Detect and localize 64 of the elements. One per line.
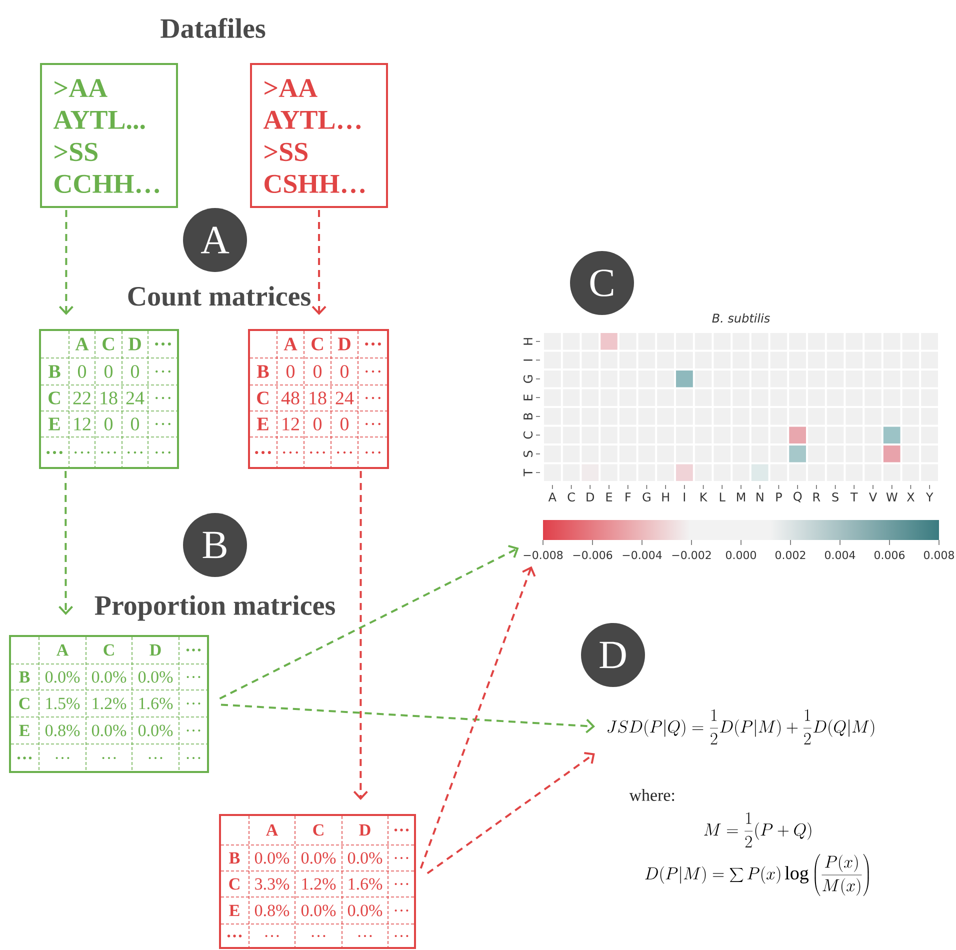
step-badge: C bbox=[570, 251, 634, 315]
axis-label: W bbox=[886, 492, 898, 502]
data-table: A C D … B 0 0 0 … C 22 18 24 … E 12 0 0 … … … … … … bbox=[39, 329, 179, 469]
step-badge: B bbox=[183, 513, 247, 577]
data-table: A C D … B 0.0% 0.0% 0.0% … C 1.5% 1.2% 1.6% … E 0.8% 0.0% 0.0% … … … … … … bbox=[9, 635, 209, 773]
axis-label: C bbox=[568, 492, 575, 502]
step-badge: D bbox=[581, 623, 645, 687]
axis-label: F bbox=[626, 492, 631, 502]
axis-label: H bbox=[524, 338, 532, 345]
axis-label: E bbox=[524, 394, 532, 400]
tick-label: 0.006 bbox=[874, 550, 905, 560]
data-table: A C D … B 0.0% 0.0% 0.0% … C 3.3% 1.2% 1.6% … E 0.8% 0.0% 0.0% … … … … … … bbox=[219, 814, 416, 949]
axis-label: S bbox=[832, 492, 838, 502]
arrow bbox=[420, 566, 536, 869]
axis-label: P bbox=[776, 492, 782, 502]
tick-label: −0.006 bbox=[573, 550, 612, 560]
tick-label: −0.004 bbox=[622, 550, 662, 560]
axis-label: B bbox=[524, 413, 532, 420]
axis-label: G bbox=[642, 492, 650, 502]
arrow bbox=[353, 471, 368, 800]
axis-label: H bbox=[662, 492, 669, 502]
axis-label: V bbox=[869, 492, 877, 502]
axis-label: K bbox=[700, 492, 708, 502]
formula: $D(P|M)=\sum P(x)\log\left(\frac{P(x)}{M(x)}\right)$ bbox=[645, 854, 869, 896]
formula: $M=\frac{1}{2}(P+Q)$ bbox=[704, 812, 812, 848]
axis-label: E bbox=[606, 492, 612, 502]
axis-label: I bbox=[684, 492, 685, 502]
axis-label: R bbox=[813, 492, 820, 502]
step-badge: A bbox=[183, 208, 247, 272]
axis-label: C bbox=[523, 432, 533, 439]
axis-label: Y bbox=[926, 492, 934, 502]
data-table: A C D … B 0 0 0 … C 48 18 24 … E 12 0 0 … … … … … … bbox=[248, 329, 389, 469]
axis-label: Q bbox=[794, 492, 802, 502]
axis-label: D bbox=[586, 492, 594, 502]
tick-label: 0.008 bbox=[924, 550, 954, 560]
axis-label: T bbox=[524, 468, 532, 476]
formula: $JSD(P|Q)=\frac{1}{2}D(P|M)+\frac{1}{2}D(Q|M)$ bbox=[608, 709, 874, 744]
tick-label: 0.002 bbox=[775, 550, 806, 560]
note-text: where: bbox=[629, 788, 674, 801]
axis-label: X bbox=[906, 492, 914, 502]
axis-label: A bbox=[548, 492, 556, 502]
axis-label: M bbox=[737, 492, 745, 502]
axis-label: S bbox=[523, 450, 533, 457]
arrow bbox=[426, 752, 595, 874]
arrow bbox=[58, 471, 73, 615]
arrow bbox=[312, 210, 326, 315]
axis-label: I bbox=[524, 360, 532, 361]
section-heading: Proportion matrices bbox=[94, 595, 335, 621]
tick-label: −0.002 bbox=[672, 550, 711, 560]
chart-title: B. subtilis bbox=[712, 313, 770, 323]
sequence-file-box: >AA AYTL... >SS CCHH… bbox=[40, 63, 178, 208]
tick-label: −0.008 bbox=[524, 550, 563, 560]
axis-label: L bbox=[720, 492, 726, 502]
tick-label: 0.000 bbox=[726, 550, 756, 560]
axis-label: N bbox=[756, 492, 764, 502]
section-heading: Count matrices bbox=[128, 286, 310, 306]
axis-label: T bbox=[850, 492, 858, 502]
arrow bbox=[219, 544, 519, 700]
axis-label: G bbox=[523, 375, 533, 383]
section-heading: Datafiles bbox=[160, 18, 266, 38]
arrow bbox=[58, 210, 74, 315]
sequence-file-box: >AA AYTL… >SS CSHH… bbox=[250, 63, 388, 208]
arrow bbox=[220, 704, 596, 734]
tick-label: 0.004 bbox=[824, 550, 856, 560]
